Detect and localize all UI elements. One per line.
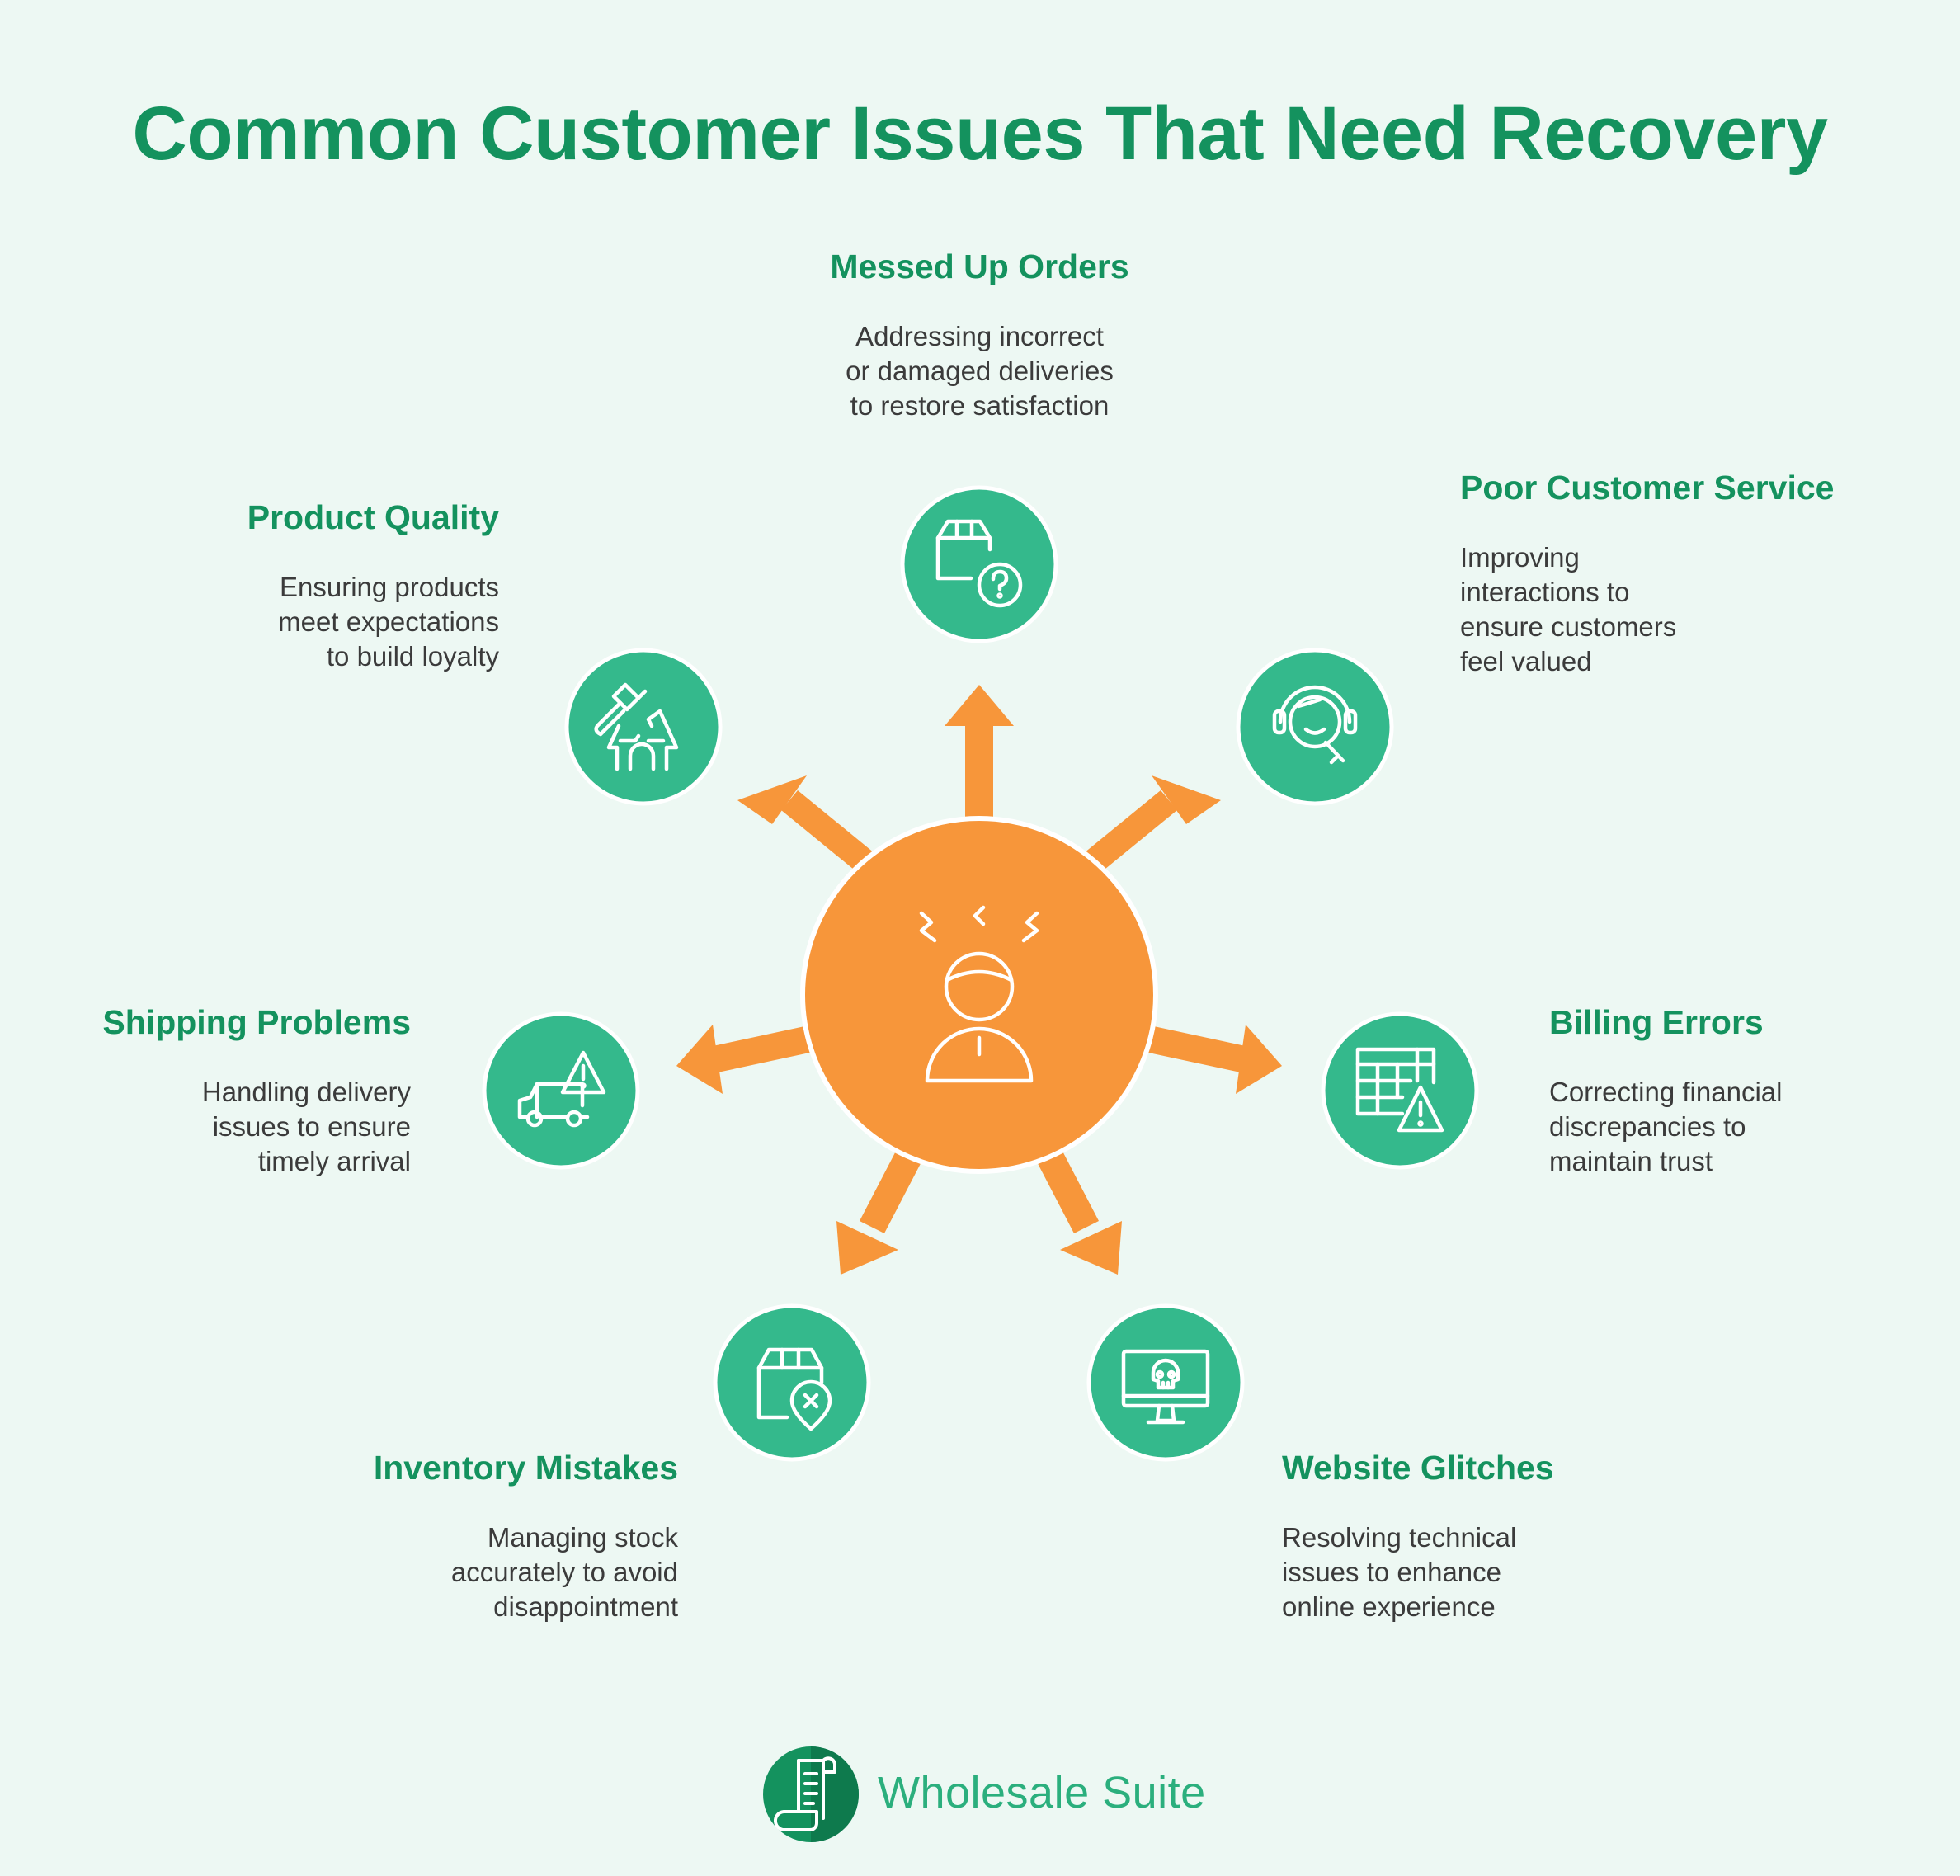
arrow-shaft-up-right [1084, 790, 1177, 873]
issue-title: Inventory Mistakes [373, 1449, 678, 1487]
issue-title: Product Quality [247, 498, 499, 536]
issue-shipping-problems: Shipping Problems Handling delivery issu… [49, 1003, 411, 1179]
center-node [800, 816, 1158, 1174]
issue-title: Shipping Problems [102, 1003, 411, 1041]
spreadsheet-warning-icon [1355, 1047, 1444, 1133]
arrow-shaft-down-left [860, 1138, 927, 1233]
node-poor-customer-service [1236, 648, 1394, 806]
arrow-shaft-down-right [1031, 1138, 1099, 1233]
arrow-head-down-left [836, 1221, 898, 1275]
node-inventory-mistakes [713, 1303, 871, 1462]
brand-name: Wholesale Suite [878, 1768, 1206, 1817]
issue-title: Messed Up Orders [830, 247, 1129, 285]
box-cancel-icon [756, 1347, 832, 1431]
issue-title: Poor Customer Service [1460, 469, 1835, 507]
arrow-head-up [945, 685, 1014, 726]
issue-description: Correcting financial discrepancies to ma… [1549, 1077, 1783, 1176]
monitor-skull-icon [1121, 1349, 1210, 1425]
arrow-head-up-right [1152, 775, 1221, 824]
node-shipping-problems [482, 1011, 640, 1170]
issue-description: Handling delivery issues to ensure timel… [201, 1077, 411, 1176]
issue-messed-up-orders: Messed Up Orders Addressing incorrect or… [742, 247, 1217, 423]
issue-website-glitches: Website Glitches Resolving technical iss… [1282, 1449, 1645, 1624]
arrow-head-right [1236, 1025, 1282, 1094]
document-scroll-logo-icon [773, 1756, 836, 1832]
arrow-shaft-up [965, 726, 993, 833]
issue-product-quality: Product Quality Ensuring products meet e… [165, 498, 499, 674]
issue-poor-customer-service: Poor Customer Service Improving interact… [1460, 469, 1922, 679]
issue-inventory-mistakes: Inventory Mistakes Managing stock accura… [313, 1449, 678, 1624]
node-billing-errors [1321, 1011, 1479, 1170]
arrows [676, 685, 1282, 1275]
brand-logo [763, 1746, 859, 1842]
issue-description: Ensuring products meet expectations to b… [278, 572, 499, 672]
issue-description: Managing stock accurately to avoid disap… [450, 1522, 678, 1622]
box-question-icon [935, 519, 1023, 608]
issue-title: Billing Errors [1549, 1003, 1764, 1041]
arrow-shaft-right [1133, 1023, 1246, 1072]
issue-description: Improving interactions to ensure custome… [1460, 542, 1677, 676]
node-product-quality [564, 648, 723, 806]
broken-house-hammer-icon [594, 682, 679, 771]
arrow-shaft-left [713, 1023, 825, 1072]
truck-warning-icon [517, 1050, 606, 1128]
arrow-head-down-right [1060, 1221, 1122, 1275]
node-website-glitches [1086, 1303, 1245, 1462]
arrow-head-left [676, 1025, 723, 1094]
issue-billing-errors: Billing Errors Correcting financial disc… [1549, 1003, 1896, 1179]
node-messed-up-orders [900, 485, 1058, 643]
arrow-shaft-up-left [781, 790, 874, 873]
issue-description: Resolving technical issues to enhance on… [1282, 1522, 1517, 1622]
arrow-head-up-left [737, 775, 807, 824]
headset-support-icon [1272, 685, 1358, 765]
page-title: Common Customer Issues That Need Recover… [132, 92, 1828, 176]
angry-customer-icon [919, 905, 1039, 1083]
issue-description: Addressing incorrect or damaged deliveri… [846, 321, 1114, 421]
issue-title: Website Glitches [1282, 1449, 1554, 1487]
